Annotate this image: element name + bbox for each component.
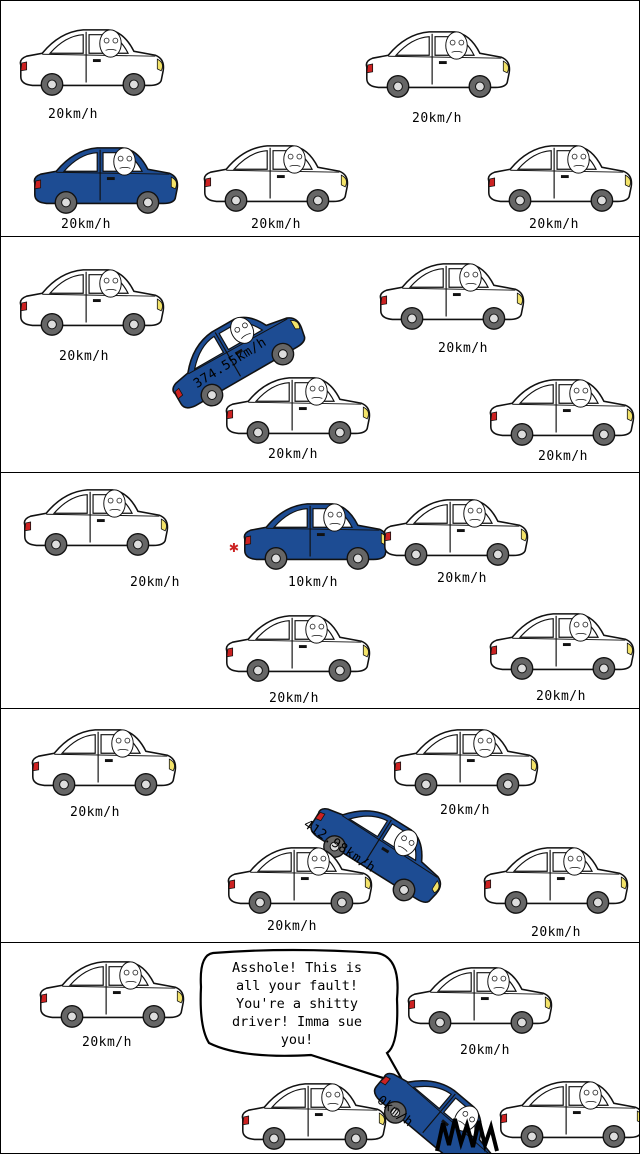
blue-car-icon [243, 503, 389, 570]
speed-label: 20km/h [251, 217, 301, 232]
white-car-icon [203, 145, 349, 212]
brake-spark-icon: ✱ [229, 537, 239, 556]
speed-label: 20km/h [269, 691, 319, 706]
white-car-icon [31, 729, 177, 796]
white-car-icon [225, 615, 371, 682]
dialogue-line: driver! Imma sue [231, 1014, 363, 1030]
speed-label: 20km/h [268, 447, 318, 462]
white-car-icon [225, 377, 371, 444]
white-car-icon [19, 269, 165, 336]
white-car-icon [489, 613, 635, 680]
crash-smoke-icon [435, 1118, 499, 1153]
speed-label: 20km/h [48, 107, 98, 122]
comic-panel-3: 20km/h ✱ 10km/h 20km/h 20km/h 20km/h [0, 472, 640, 710]
blue-car-icon [33, 147, 179, 214]
white-car-icon [383, 499, 529, 566]
speed-label: 20km/h [440, 803, 490, 818]
comic-panel-5: 20km/h 20km/h Asshole! This is all your … [0, 942, 640, 1154]
speed-label: 20km/h [529, 217, 579, 232]
speed-label: 20km/h [531, 925, 581, 940]
white-car-icon [393, 729, 539, 796]
comic-panel-4: 20km/h 20km/h 412.98km/h 20km/h 20km/h [0, 708, 640, 944]
comic-panel-1: 20km/h 20km/h 20km/h 20km/h 20km/h [0, 0, 640, 238]
speed-label: 20km/h [130, 575, 180, 590]
speech-bubble [199, 948, 408, 1087]
white-car-icon [487, 145, 633, 212]
speed-label: 20km/h [538, 449, 588, 464]
speed-label: 20km/h [267, 919, 317, 934]
white-car-icon [483, 847, 629, 914]
white-car-icon [39, 961, 185, 1028]
speed-label: 10km/h [288, 575, 338, 590]
speed-label: 20km/h [437, 571, 487, 586]
comic-panel-2: 20km/h 20km/h 374.55km/h 20km/h 20km/h [0, 236, 640, 474]
white-car-icon [379, 263, 525, 330]
speed-label: 20km/h [59, 349, 109, 364]
white-car-icon [227, 847, 373, 914]
speed-label: 20km/h [70, 805, 120, 820]
dialogue-line: Asshole! This is [231, 960, 363, 976]
dialogue-line: all your fault! [236, 978, 358, 994]
speed-label: 20km/h [536, 689, 586, 704]
white-car-icon [23, 489, 169, 556]
dialogue-text: Asshole! This is all your fault! You're … [207, 959, 387, 1049]
speed-label: 20km/h [438, 341, 488, 356]
speed-label: 20km/h [61, 217, 111, 232]
white-car-icon [489, 379, 635, 446]
dialogue-line: you! [280, 1032, 314, 1048]
white-car-icon [499, 1081, 639, 1148]
speed-label: 20km/h [460, 1043, 510, 1058]
white-car-icon [365, 31, 511, 98]
speed-label: 20km/h [82, 1035, 132, 1050]
white-car-icon [19, 29, 165, 96]
speed-label: 20km/h [412, 111, 462, 126]
dialogue-line: You're a shitty [236, 996, 358, 1012]
